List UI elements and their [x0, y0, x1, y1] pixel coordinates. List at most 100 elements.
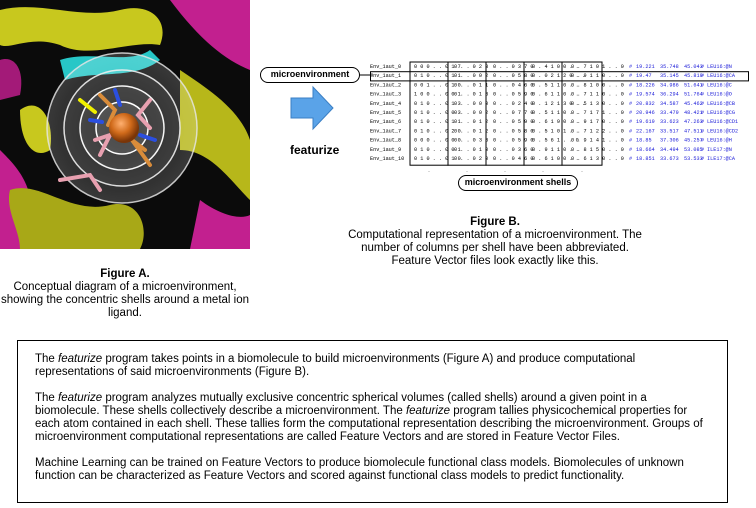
fv-hash: #	[629, 147, 632, 153]
fv-shell-values: 0 . 9 1 1 0 . .	[532, 147, 579, 153]
fv-shell-values: 0 . 5 1 3 0 . . 0	[571, 101, 624, 107]
helix-magenta-bottomright	[190, 200, 250, 249]
fv-x: 22.167	[636, 128, 655, 134]
fv-shell-values: 0 . 5 1 1 0 . .	[532, 110, 579, 116]
fv-hash: #	[701, 92, 704, 98]
fv-x: 19.221	[636, 64, 655, 70]
fv-shell-values: 0 . 6 1 3 0 . . 0	[571, 156, 624, 162]
fv-z: 45.257	[684, 138, 703, 144]
fv-hash: #	[629, 101, 632, 107]
fv-atom-label: LEU16:@CD2	[707, 128, 738, 134]
fv-z: 47.511	[684, 128, 703, 134]
fv-row-name: Env_1aut_5	[370, 110, 401, 116]
fv-hash: #	[701, 128, 704, 134]
fv-z: 48.421	[684, 110, 703, 116]
fv-atom-label: LEU16:@CB	[707, 101, 735, 107]
fv-shell-values: 0 . . 0 0 2	[454, 73, 488, 79]
microenvironment-label: microenvironment	[260, 67, 360, 83]
fv-x: 18.664	[636, 147, 655, 153]
description-paragraph-1: The featurize program takes points in a …	[35, 353, 636, 378]
fv-shell-values: 0 . 6 1 0 0 . .	[532, 156, 579, 162]
microenvironment-illustration	[0, 0, 250, 249]
fv-shell-values: 0 . 5 1 1 0 . .	[532, 82, 579, 88]
fv-row-name: Env_1aut_6	[370, 119, 401, 125]
fv-shell-values: 0 . 7 1 7 1 . . 0	[571, 110, 624, 116]
fv-x: 19.47	[636, 73, 652, 79]
fv-shell-values: 0 . 8 1 5 0 . . 0	[571, 147, 624, 153]
helix-yellow-bottom	[8, 188, 144, 249]
fv-shell-values: 0 1 0 . . 0 0 1	[414, 147, 461, 153]
featurize-label: featurize	[290, 143, 340, 157]
fv-z: 51.764	[684, 92, 703, 98]
figure-a-title: Figure A.	[100, 268, 150, 280]
fv-hash: #	[701, 119, 704, 125]
fv-shell-values: 0 . 1 2 1 3 0 . .	[532, 101, 585, 107]
fv-hash: #	[701, 138, 704, 144]
fv-x: 18.851	[636, 156, 655, 162]
fv-y: 34.986	[660, 82, 679, 88]
fv-row-name: Env_1aut_1	[370, 73, 401, 79]
fv-hash: #	[701, 101, 704, 107]
fv-atom-label: LEU16:@C	[707, 82, 732, 88]
fv-y: 34.494	[660, 147, 679, 153]
fv-x: 20.946	[636, 110, 655, 116]
fv-hash: #	[701, 156, 704, 162]
fv-y: 34.587	[660, 101, 679, 107]
fv-shell-values: 0 . . 0 5 9 0	[493, 119, 533, 125]
fv-row-name: Env_1aut_10	[370, 156, 404, 162]
microenvironment-shells-label: microenvironment shells	[458, 175, 578, 191]
fv-shell-values: 0 . 5 6 1 . . 0	[532, 138, 579, 144]
fv-hash: #	[701, 64, 704, 70]
fv-atom-label: ILE17:@N	[707, 147, 732, 153]
fv-shell-values: 0 . 5 1 0 1 . .	[532, 128, 579, 134]
fv-shell-values: 0 1 0 . . 0 2 0	[414, 128, 461, 134]
fv-shell-values: 0 . . 0 0 2	[454, 110, 488, 116]
fv-shell-values: 0 . 7 1 0 1 . . 0	[571, 64, 624, 70]
fv-shell-values: 0 . 4 1 0 0 . .	[532, 64, 579, 70]
figure-b-note: Feature Vector files look exactly like t…	[391, 255, 599, 267]
description-paragraph-2: The featurize program analyzes mutually …	[35, 392, 703, 443]
highlighted-row-box	[370, 71, 749, 82]
fv-hash: #	[701, 82, 704, 88]
figure-b-title: Figure B.	[470, 216, 520, 228]
fv-z: 47.263	[684, 119, 703, 125]
fv-y: 33.479	[660, 110, 679, 116]
fv-x: 19.619	[636, 119, 655, 125]
fv-shell-values: 0 . . 0 5 9 0	[493, 138, 533, 144]
fv-row-name: Env_1aut_7	[370, 128, 401, 134]
fv-row-name: Env_1aut_4	[370, 101, 401, 107]
fv-shell-values: 0 . . 0 5 9 0	[493, 92, 533, 98]
fv-atom-label: LEU16:@CA	[707, 73, 736, 79]
fv-shell-values: 0 0 1 . . 0 1 0	[414, 82, 461, 88]
fv-z: 45.462	[684, 101, 703, 107]
shell-marker-icon	[581, 171, 583, 172]
fv-shell-values: 0 1 0 . . 0 1 0	[414, 156, 461, 162]
fv-shell-values: 0 . . 0 4 6 0	[493, 156, 533, 162]
fv-x: 18.226	[636, 82, 655, 88]
fv-shell-values: 0 . 9 1 7 0 . . 0	[571, 119, 624, 125]
fv-shell-values: 0 . . 0 1 0	[454, 147, 488, 153]
fv-atom-label: LEU16:@CG	[707, 110, 735, 116]
fv-atom-label: LEU16:@H	[707, 138, 732, 144]
shell-marker-icon	[428, 171, 430, 172]
fv-z: 53.085	[684, 147, 703, 153]
fv-shell-values: 0 1 0 . . 0 0 3	[414, 110, 461, 116]
fv-hash: #	[629, 156, 632, 162]
fv-x: 18.85	[636, 138, 652, 144]
fv-shell-values: 0 . 7 1 1 0 . . 0	[571, 92, 624, 98]
fv-hash: #	[629, 128, 632, 134]
fv-shell-values: 0 . 9 1 4 1 . . 0	[571, 138, 624, 144]
fv-atom-label: LEU16:@N	[707, 64, 732, 70]
fv-y: 33.623	[660, 119, 679, 125]
fv-shell-values: 0 1 0 . . 0 1 3	[414, 101, 461, 107]
fv-shell-values: 0 . . 0 1 1	[454, 82, 488, 88]
description-box: The featurize program takes points in a …	[17, 340, 728, 503]
fv-shell-values: 0 1 0 . . 0 1 1	[414, 119, 461, 125]
fv-row-name: Env_1aut_8	[370, 138, 401, 144]
fv-row-name: Env_1aut_9	[370, 147, 401, 153]
fv-shell-values: 0 . 6 1 1 0 . .	[532, 92, 579, 98]
fv-shell-values: 0 . . 0 3 3	[454, 138, 488, 144]
fv-shell-values: 1 0 0 . . 0 0 1	[414, 92, 461, 98]
figure-b-text: Computational representation of a microe…	[348, 229, 642, 254]
